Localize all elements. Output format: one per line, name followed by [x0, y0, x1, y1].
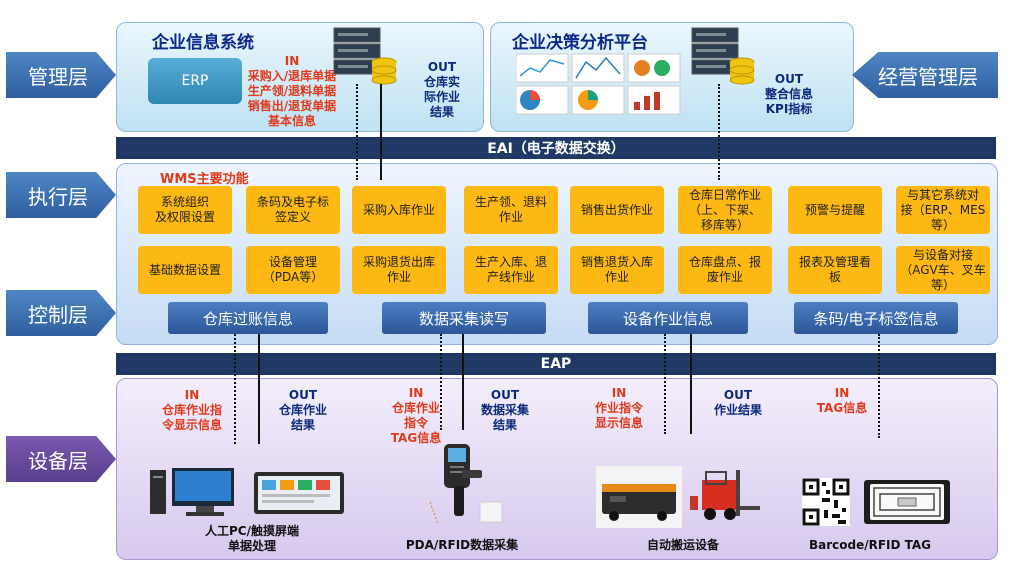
layer-label-text: 设备层 [28, 448, 88, 473]
agv-forklift-icon [596, 466, 760, 528]
barcode-rfid-icon [802, 478, 950, 526]
connector-line [878, 334, 880, 438]
connector-line [718, 84, 720, 180]
wms-function-box: 设备管理 （PDA等） [246, 246, 340, 294]
control-info-box: 数据采集读写 [382, 302, 546, 334]
wms-function-box: 预警与提醒 [788, 186, 882, 234]
wms-function-box: 与设备对接 （AGV车、叉车 等） [896, 246, 990, 294]
device-in-text-4: IN TAG信息 [816, 386, 868, 415]
layer-label-text: 执行层 [28, 184, 88, 209]
eap-band: EAP [116, 353, 996, 375]
wms-function-box: 销售出货作业 [570, 186, 664, 234]
connector-line [380, 84, 382, 180]
connector-line [690, 334, 692, 434]
control-info-box: 设备作业信息 [588, 302, 748, 334]
device-panel [116, 378, 998, 560]
layer-label-text: 经营管理层 [878, 64, 978, 89]
device-out-text-2: OUT 数据采集 结果 [480, 388, 529, 432]
connector-line [664, 334, 666, 434]
layer-label-text: 管理层 [28, 64, 88, 89]
wms-function-box: 生产入库、退 产线作业 [464, 246, 558, 294]
eap-band-label: EAP [540, 356, 572, 372]
control-info-box: 仓库过账信息 [168, 302, 328, 334]
wms-function-box: 采购入库作业 [352, 186, 446, 234]
wms-function-box: 采购退货出库 作业 [352, 246, 446, 294]
connector-line [234, 334, 236, 444]
connector-line [258, 334, 260, 444]
wms-functions-title: WMS主要功能 [160, 172, 249, 187]
connector-line [440, 334, 442, 430]
control-info-box: 条码/电子标签信息 [794, 302, 958, 334]
eai-band: EAI（电子数据交换） [116, 137, 996, 159]
kpi-output-text: OUT 整合信息 KPI指标 [764, 72, 813, 116]
layer-label-management: 管理层 [6, 52, 116, 98]
tag-caption: Barcode/RFID TAG [808, 538, 932, 552]
wms-function-box: 与其它系统对 接（ERP、MES 等） [896, 186, 990, 234]
pda-scanner-icon [429, 444, 503, 525]
server-database-icon [333, 27, 397, 85]
decision-platform-title: 企业决策分析平台 [512, 33, 648, 53]
connector-line [462, 334, 464, 430]
layer-label-execution: 执行层 [6, 172, 116, 218]
device-out-text-1: OUT 仓库作业 结果 [278, 388, 327, 432]
pda-caption: PDA/RFID数据采集 [405, 538, 519, 552]
device-in-text-1: IN 仓库作业指 令显示信息 [161, 388, 222, 432]
wms-function-box: 条码及电子标 签定义 [246, 186, 340, 234]
device-out-text-3: OUT 作业结果 [713, 388, 762, 417]
connector-line [356, 84, 358, 180]
layer-label-business: 经营管理层 [852, 52, 998, 98]
in-documents-text: IN 采购入/退库单据 生产领/退料单据 销售出/退货单据 基本信息 [247, 54, 337, 128]
wms-function-box: 基础数据设置 [138, 246, 232, 294]
wms-function-box: 生产领、退料 作业 [464, 186, 558, 234]
pc-touchscreen-icon [150, 468, 344, 516]
dashboard-thumbnail-icon [516, 53, 681, 115]
layer-label-device: 设备层 [6, 436, 116, 482]
wms-function-box: 报表及管理看 板 [788, 246, 882, 294]
pc-caption: 人工PC/触摸屏端 单据处理 [205, 524, 299, 553]
device-in-text-3: IN 作业指令 显示信息 [594, 386, 643, 430]
wms-function-box: 销售退货入库 作业 [570, 246, 664, 294]
device-in-text-2: IN 仓库作业 指令 TAG信息 [390, 386, 442, 445]
out-results-text: OUT 仓库实 际作业 结果 [423, 60, 460, 119]
eai-band-label: EAI（电子数据交换） [487, 141, 625, 157]
server-database-icon [691, 27, 755, 85]
erp-box: ERP [148, 58, 242, 104]
layer-label-text: 控制层 [28, 302, 88, 327]
agv-caption: 自动搬运设备 [646, 538, 719, 552]
wms-function-box: 系统组织 及权限设置 [138, 186, 232, 234]
wms-function-box: 仓库盘点、报 废作业 [678, 246, 772, 294]
layer-label-control: 控制层 [6, 290, 116, 336]
wms-function-box: 仓库日常作业 （上、下架、 移库等） [678, 186, 772, 234]
enterprise-info-title: 企业信息系统 [152, 33, 254, 53]
